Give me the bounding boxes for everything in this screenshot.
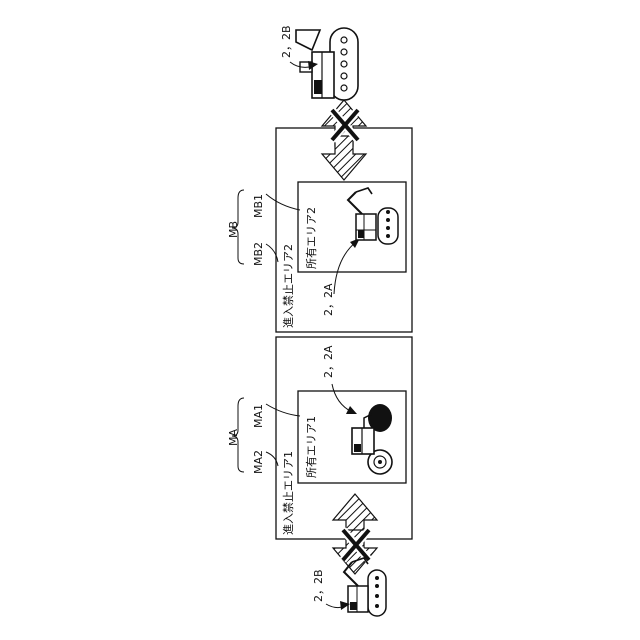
road-roller-2a-bottom bbox=[352, 404, 392, 474]
owned-area-1-label: 所有エリア1 bbox=[304, 416, 318, 478]
label-mb: MB bbox=[227, 221, 240, 238]
owned-area-2-label: 所有エリア2 bbox=[304, 207, 318, 269]
mb1-leader bbox=[266, 194, 300, 210]
ref-2b-bottom-label: 2，2B bbox=[312, 569, 325, 602]
no-entry-area-2-label: 進入禁止エリア2 bbox=[282, 244, 295, 328]
label-mb1: MB1 bbox=[252, 194, 265, 218]
label-mb2: MB2 bbox=[252, 242, 265, 266]
label-ma2: MA2 bbox=[252, 450, 265, 474]
ref-2a-top-label: 2，2A bbox=[322, 283, 335, 316]
ref-2a-top-leader bbox=[334, 242, 356, 294]
crawler-2b-top bbox=[296, 28, 358, 100]
ref-2a-bottom-leader bbox=[332, 384, 352, 412]
excavator-2a-top bbox=[348, 188, 398, 244]
label-ma1: MA1 bbox=[252, 404, 265, 428]
ref-2b-top-label: 2，2B bbox=[280, 25, 293, 58]
no-entry-area-1-label: 進入禁止エリア1 bbox=[282, 451, 295, 535]
ref-2a-bottom-label: 2，2A bbox=[322, 345, 335, 378]
label-ma: MA bbox=[227, 429, 240, 446]
no-entry-arrow-bottom bbox=[333, 494, 377, 574]
no-entry-arrow-top bbox=[322, 100, 366, 180]
ma1-leader bbox=[266, 404, 300, 416]
